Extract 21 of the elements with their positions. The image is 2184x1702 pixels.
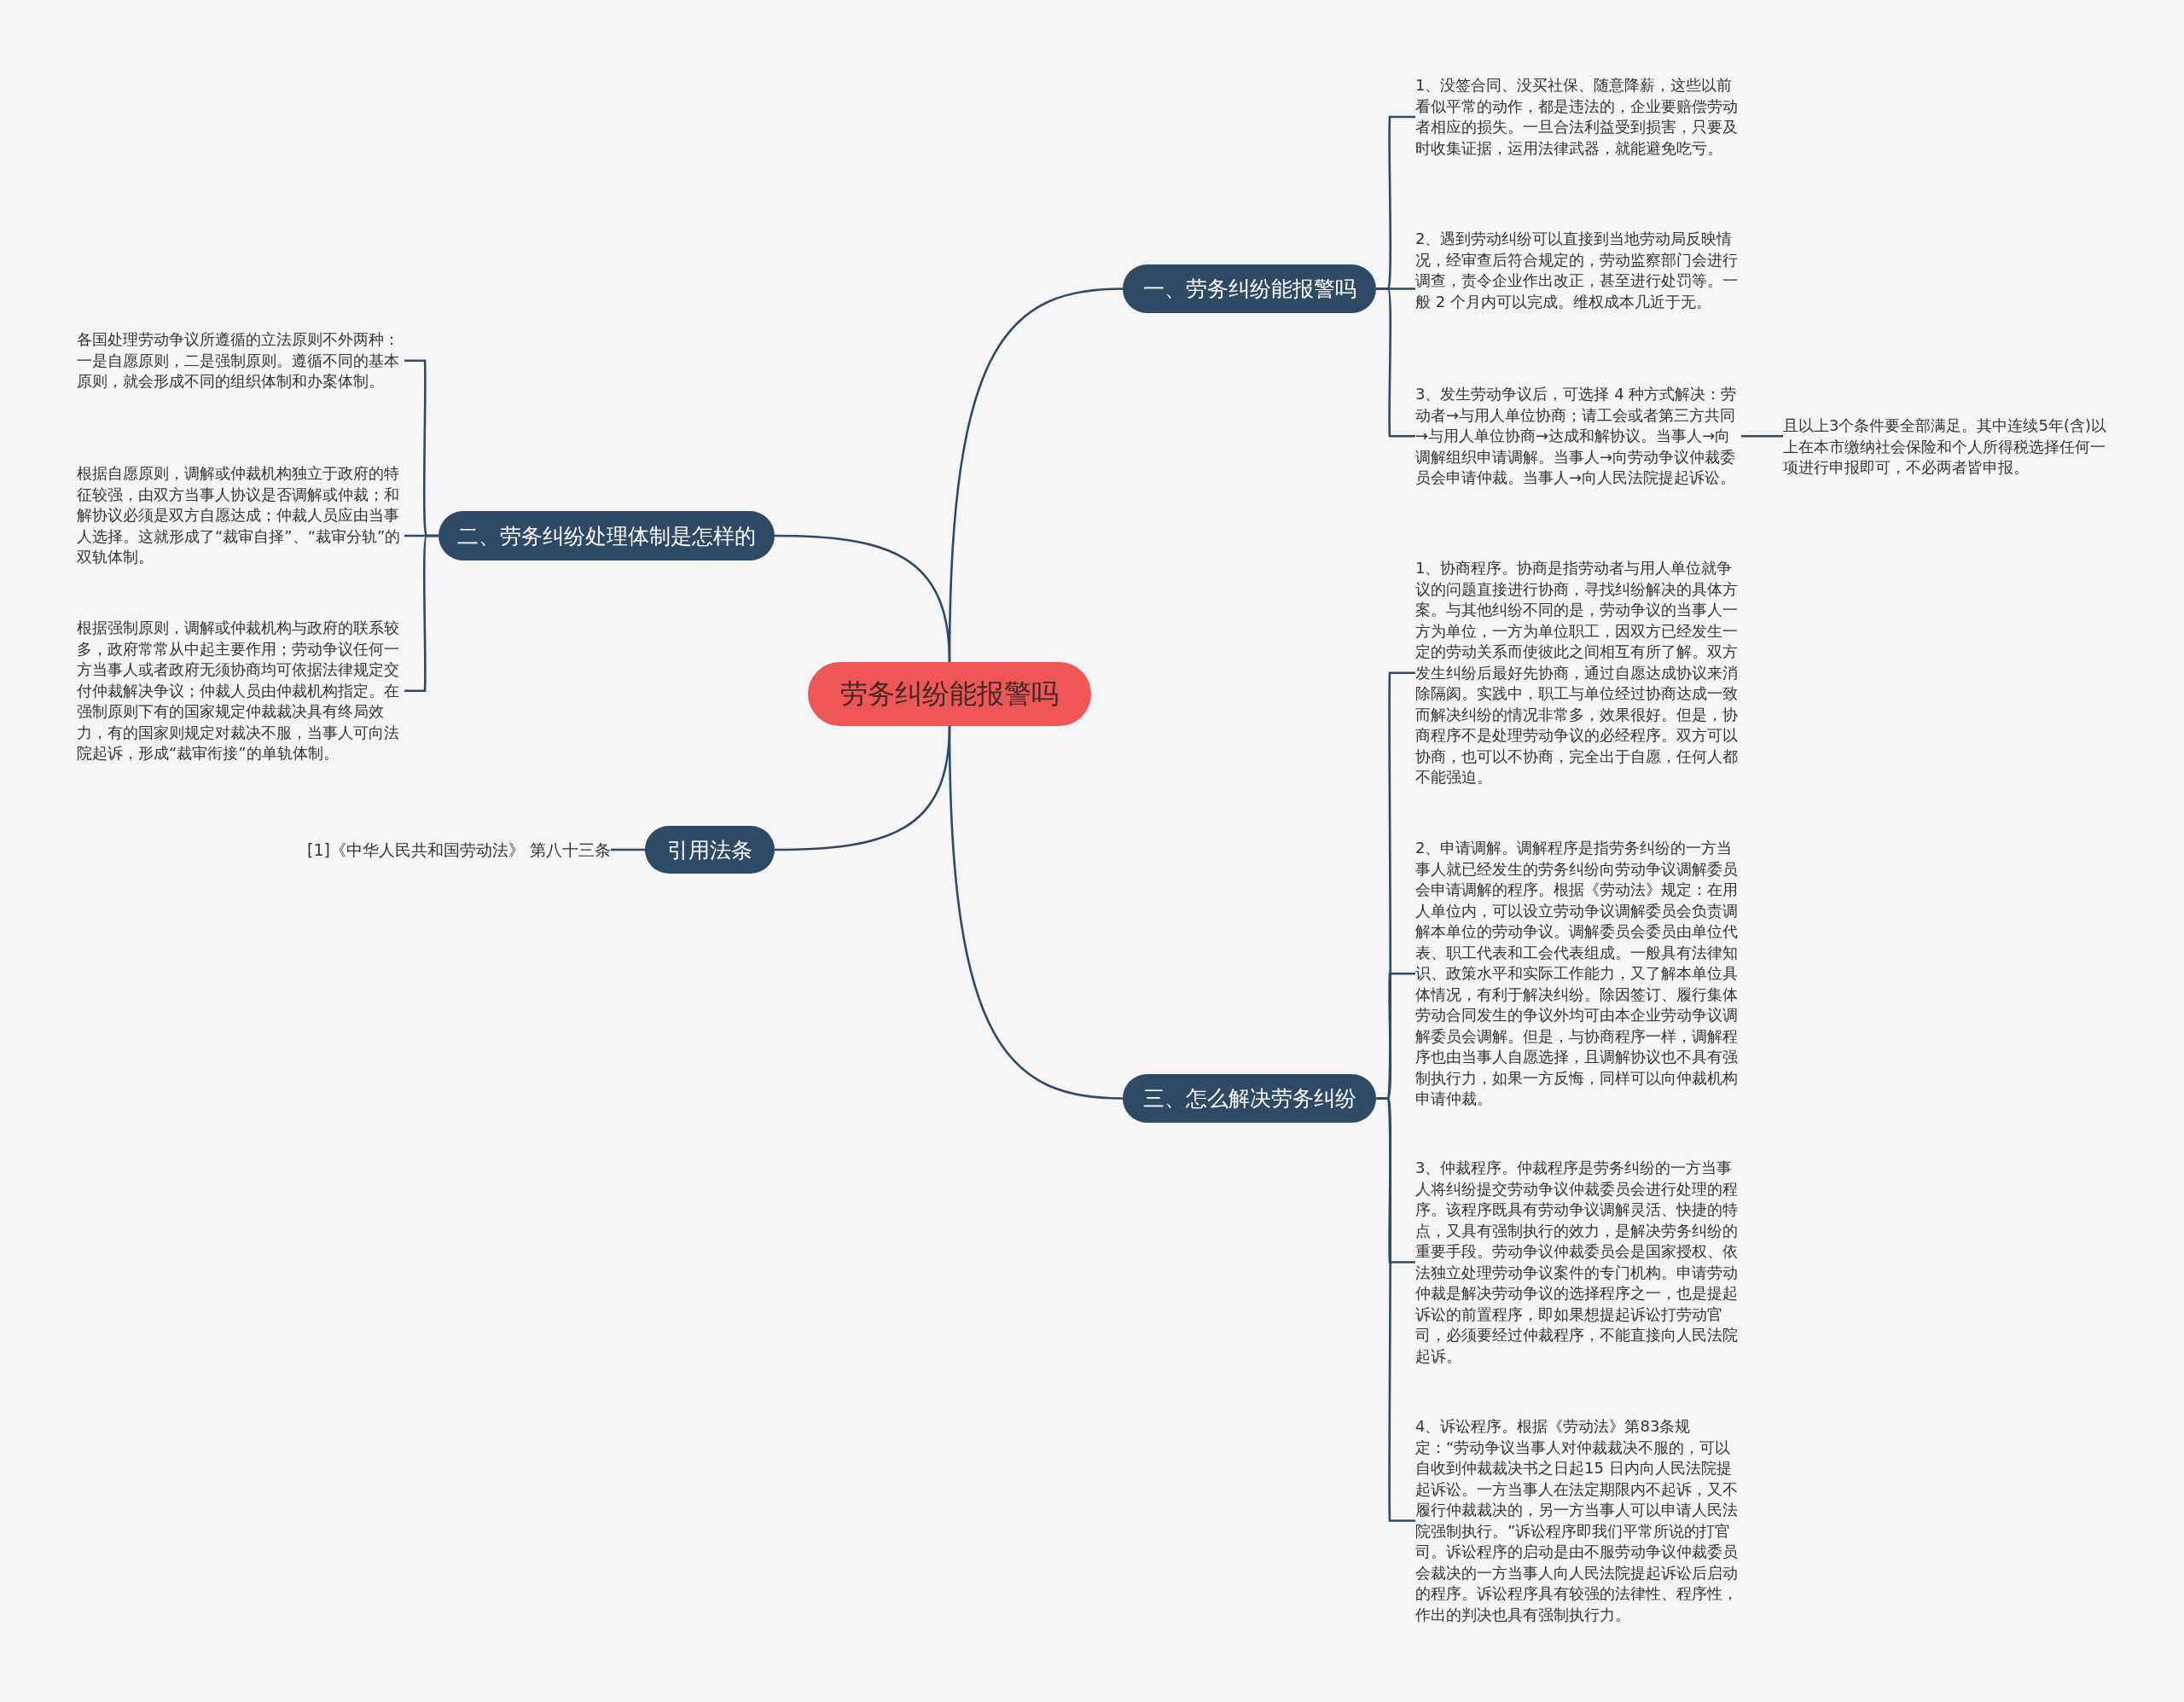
- note-text: 各国处理劳动争议所遵循的立法原则不外两种：一是自愿原则，二是强制原则。遵循不同的基本原则，就会形成不同的组织体制和办案体制。: [77, 329, 404, 392]
- note-text: 2、遇到劳动纠纷可以直接到当地劳动局反映情况，经审查后符合规定的，劳动监察部门会进行调查，责令企业作出改正，甚至进行处罚等。一般 2 个月内可以完成。维权成本几近于无。: [1415, 229, 1741, 312]
- connector-line: [1741, 434, 1783, 438]
- note-text: 根据强制原则，调解或仲裁机构与政府的联系较多，政府常常从中起主要作用；劳动争议任何一方当事人或者政府无须协商均可依据法律规定交付仲裁解决争议；仲裁人员由仲裁机构指定。在强制原则下有的国家规定仲裁裁决具有终局效力，有的国家则规定对裁决不服，当事人可向法院起诉，形成“裁审衔接”的单轨体制。: [77, 618, 404, 764]
- connector-line: [948, 725, 1124, 1100]
- note-text: 且以上3个条件要全部满足。其中连续5年(含)以上在本市缴纳社会保险和个人所得税选择任何一项进行申报即可，不必两者皆申报。: [1783, 415, 2116, 479]
- connector-line: [774, 534, 951, 663]
- topic-box: 引用法条: [645, 826, 775, 874]
- note-text: 4、诉讼程序。根据《劳动法》第83条规定：“劳动争议当事人对仲裁裁决不服的，可以自收到仲裁裁决书之日起15 日内向人民法院提起诉讼。一方当事人在法定期限内不起诉，又不履行仲裁裁决的，另一方当事人可以申请人民法院强制执行。”诉讼程序即我们平常所说的打官司。诉讼程序的启动是由不服劳动争议仲裁委员会裁决的一方当事人向人民法院提起诉讼后启动的程序。诉讼程序具有较强的法律性、程序性，作出的判决也具有强制执行力。: [1415, 1416, 1741, 1625]
- central-topic: 劳务纠纷能报警吗: [808, 662, 1091, 726]
- note-text: 1、没签合同、没买社保、随意降薪，这些以前看似平常的动作，都是违法的，企业要赔偿劳动者相应的损失。一旦合法利益受到损害，只要及时收集证据，运用法律武器，就能避免吃亏。: [1415, 75, 1741, 159]
- topic-box: 二、劳务纠纷处理体制是怎样的: [439, 511, 775, 561]
- note-text: 2、申请调解。调解程序是指劳务纠纷的一方当事人就已经发生的劳务纠纷向劳动争议调解委员会申请调解的程序。根据《劳动法》规定：在用人单位内，可以设立劳动争议调解委员会负责调解本单位的劳动争议。调解委员会委员由单位代表、职工代表和工会代表组成。一般具有法律知识、政策水平和实际工作能力，又了解本单位具体情况，有利于解决纠纷。除因签订、履行集体劳动合同发生的争议外均可由本企业劳动争议调解委员会调解。但是，与协商程序一样，调解程序也由当事人自愿选择，且调解协议也不具有强制执行力，如果一方反悔，同样可以向仲裁机构申请仲裁。: [1415, 838, 1741, 1110]
- note-text: 1、协商程序。协商是指劳动者与用人单位就争议的问题直接进行协商，寻找纠纷解决的具体方案。与其他纠纷不同的是，劳动争议的当事人一方为单位，一方为单位职工，因双方已经发生一定的劳动关系而使彼此之间相互有所了解。双方发生纠纷后最好先协商，通过自愿达成协议来消除隔阂。实践中，职工与单位经过协商达成一致而解决纠纷的情况非常多，效果很好。但是，协商程序不是处理劳动争议的必经程序。双方可以协商，也可以不协商，完全出于自愿，任何人都不能强迫。: [1415, 558, 1741, 788]
- note-text: 3、发生劳动争议后，可选择 4 种方式解决：劳动者→与用人单位协商；请工会或者第三方共同→与用人单位协商→达成和解协议。当事人→向调解组织申请调解。当事人→向劳动争议仲裁委员会申请仲裁。当事人→向人民法院提起诉讼。: [1415, 384, 1741, 489]
- topic-box: 三、怎么解决劳务纠纷: [1123, 1074, 1376, 1123]
- citation-text: [1]《中华人民共和国劳动法》 第八十三条: [290, 839, 611, 862]
- connector-line: [611, 848, 645, 851]
- note-text: 根据自愿原则，调解或仲裁机构独立于政府的特征较强，由双方当事人协议是否调解或仲裁；和解协议必须是双方自愿达成；仲裁人员应由当事人选择。这就形成了“裁审自择”、“裁审分轨”的双轨体制。: [77, 463, 404, 568]
- note-text: 3、仲裁程序。仲裁程序是劳务纠纷的一方当事人将纠纷提交劳动争议仲裁委员会进行处理的程序。该程序既具有劳动争议调解灵活、快捷的特点，又具有强制执行的效力，是解决劳务纠纷的重要手段。劳动争议仲裁委员会是国家授权、依法独立处理劳动争议案件的专门机构。申请劳动仲裁是解决劳动争议的选择程序之一，也是提起诉讼的前置程序，即如果想提起诉讼打劳动官司，必须要经过仲裁程序，不能直接向人民法院起诉。: [1415, 1158, 1741, 1367]
- topic-box: 一、劳务纠纷能报警吗: [1123, 264, 1376, 313]
